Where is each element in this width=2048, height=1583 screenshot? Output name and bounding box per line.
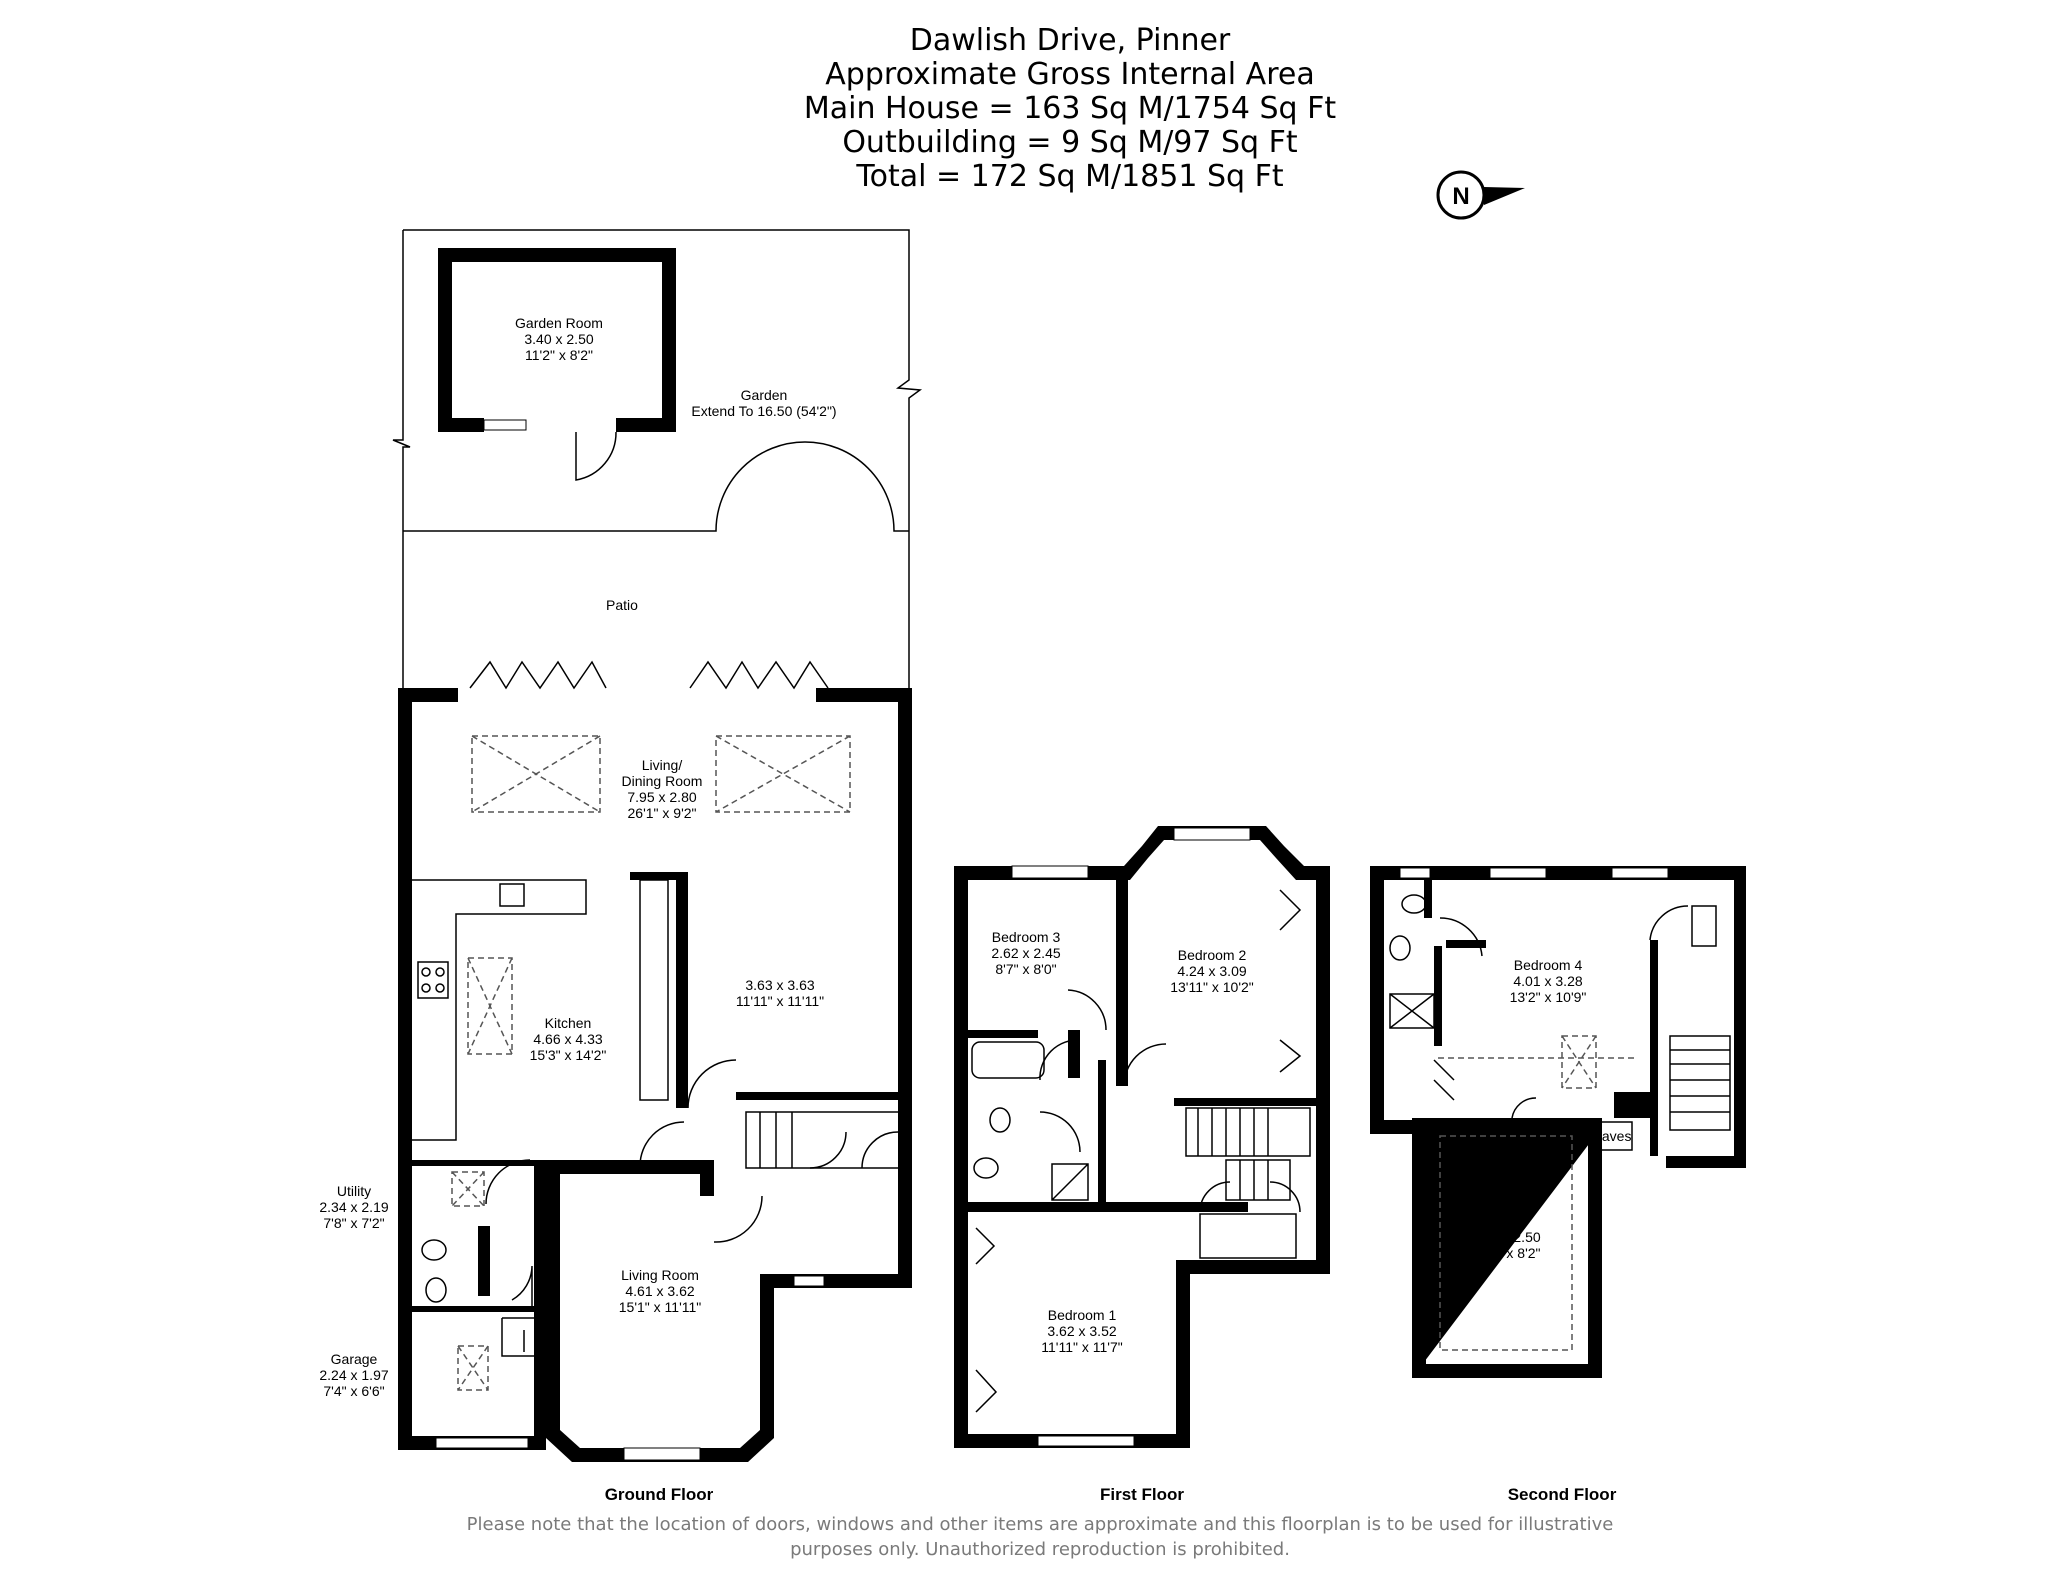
rooflight-icon bbox=[467, 735, 851, 1055]
family-area-metric: 3.63 x 3.63 bbox=[745, 977, 814, 993]
garden-room-imperial: 11'2" x 8'2" bbox=[525, 347, 593, 363]
compass-letter: N bbox=[1452, 183, 1469, 210]
living-room-name: Living Room bbox=[621, 1267, 699, 1283]
area-heading: Approximate Gross Internal Area bbox=[825, 57, 1315, 92]
bedroom1-name: Bedroom 1 bbox=[1048, 1307, 1117, 1323]
utility-name: Utility bbox=[337, 1183, 371, 1199]
family-area-imperial: 11'11" x 11'11" bbox=[736, 993, 824, 1009]
plan-header: Dawlish Drive, Pinner Approximate Gross … bbox=[760, 24, 1380, 194]
hob-icon bbox=[417, 961, 449, 999]
garden-extent: Extend To 16.50 (54'2") bbox=[691, 403, 836, 419]
living-room-metric: 4.61 x 3.62 bbox=[625, 1283, 694, 1299]
eaves-small-name: Eaves bbox=[1593, 1128, 1632, 1144]
bedroom1-imperial: 11'11" x 11'7" bbox=[1041, 1339, 1122, 1355]
eaves-large-name: Eaves bbox=[1487, 1213, 1526, 1229]
kitchen-imperial: 15'3" x 14'2" bbox=[530, 1047, 607, 1063]
bedroom1-metric: 3.62 x 3.52 bbox=[1047, 1323, 1116, 1339]
living-dining-name-2: Dining Room bbox=[622, 773, 703, 789]
first-floor-plan bbox=[954, 826, 1330, 1448]
bedroom3-metric: 2.62 x 2.45 bbox=[991, 945, 1060, 961]
patio-name: Patio bbox=[606, 597, 638, 613]
disclaimer-line-1: Please note that the location of doors, … bbox=[466, 1514, 1614, 1535]
property-title: Dawlish Drive, Pinner bbox=[909, 23, 1231, 58]
living-dining-imperial: 26'1" x 9'2" bbox=[628, 805, 697, 821]
outbuilding-area: Outbuilding = 9 Sq M/97 Sq Ft bbox=[842, 125, 1298, 160]
garage-imperial: 7'4" x 6'6" bbox=[323, 1383, 384, 1399]
eaves-large-imperial: 13'1" x 8'2" bbox=[1472, 1245, 1541, 1261]
utility-imperial: 7'8" x 7'2" bbox=[323, 1215, 384, 1231]
bedroom4-name: Bedroom 4 bbox=[1514, 957, 1583, 973]
first-floor-label: First Floor bbox=[1100, 1485, 1184, 1504]
bedroom4-imperial: 13'2" x 10'9" bbox=[1510, 989, 1587, 1005]
total-area: Total = 172 Sq M/1851 Sq Ft bbox=[856, 159, 1284, 194]
garage-name: Garage bbox=[331, 1351, 378, 1367]
living-room-imperial: 15'1" x 11'11" bbox=[619, 1299, 702, 1315]
second-floor-label: Second Floor bbox=[1508, 1485, 1617, 1504]
ground-floor-label: Ground Floor bbox=[605, 1485, 714, 1504]
kitchen-metric: 4.66 x 4.33 bbox=[533, 1031, 602, 1047]
bedroom3-name: Bedroom 3 bbox=[992, 929, 1061, 945]
disclaimer: Please note that the location of doors, … bbox=[420, 1512, 1660, 1562]
garden-room-name: Garden Room bbox=[515, 315, 603, 331]
eaves-large-metric: 4.00 x 2.50 bbox=[1471, 1229, 1540, 1245]
garden-name: Garden bbox=[741, 387, 788, 403]
living-dining-metric: 7.95 x 2.80 bbox=[627, 789, 696, 805]
kitchen-name: Kitchen bbox=[545, 1015, 592, 1031]
garden-room-metric: 3.40 x 2.50 bbox=[524, 331, 593, 347]
ground-floor-plan bbox=[392, 229, 923, 1462]
bedroom2-name: Bedroom 2 bbox=[1178, 947, 1247, 963]
main-house-area: Main House = 163 Sq M/1754 Sq Ft bbox=[803, 91, 1337, 126]
room-labels: Garden Room 3.40 x 2.50 11'2" x 8'2" Gar… bbox=[319, 315, 1631, 1504]
utility-metric: 2.34 x 2.19 bbox=[319, 1199, 388, 1215]
second-floor-plan bbox=[1370, 866, 1746, 1378]
living-dining-name-1: Living/ bbox=[642, 757, 683, 773]
bedroom3-imperial: 8'7" x 8'0" bbox=[995, 961, 1056, 977]
bedroom2-metric: 4.24 x 3.09 bbox=[1177, 963, 1246, 979]
garage-metric: 2.24 x 1.97 bbox=[319, 1367, 388, 1383]
disclaimer-line-2: purposes only. Unauthorized reproduction… bbox=[790, 1539, 1290, 1560]
compass-icon: N bbox=[1436, 170, 1525, 220]
bedroom2-imperial: 13'11" x 10'2" bbox=[1170, 979, 1254, 995]
bedroom4-metric: 4.01 x 3.28 bbox=[1513, 973, 1582, 989]
